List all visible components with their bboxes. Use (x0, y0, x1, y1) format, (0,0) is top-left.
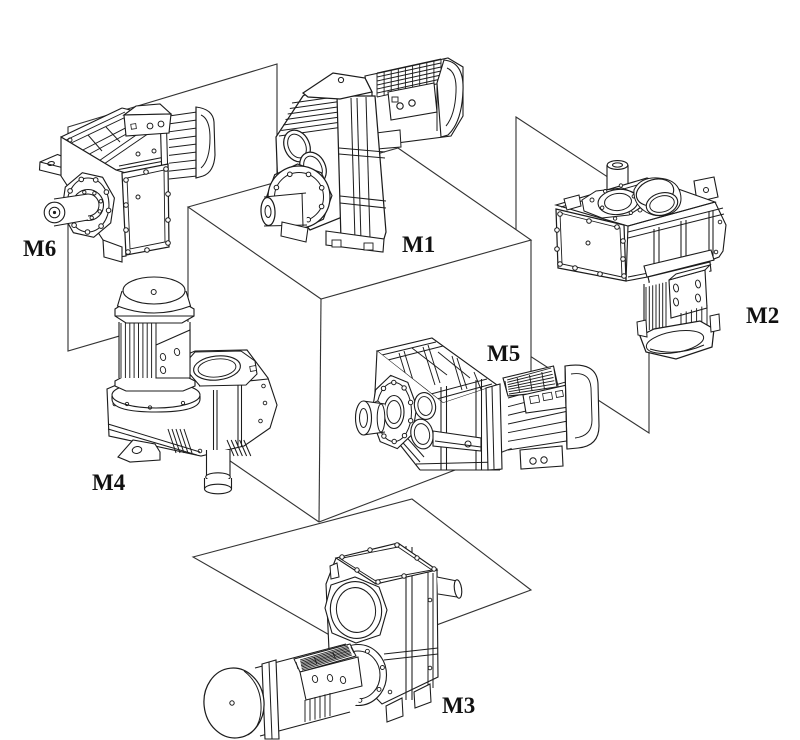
svg-text:M3: M3 (442, 693, 475, 718)
svg-text:M1: M1 (402, 232, 435, 257)
svg-text:M4: M4 (92, 470, 126, 495)
svg-text:M6: M6 (23, 236, 56, 261)
svg-text:M2: M2 (746, 303, 779, 328)
svg-text:M5: M5 (487, 341, 520, 366)
